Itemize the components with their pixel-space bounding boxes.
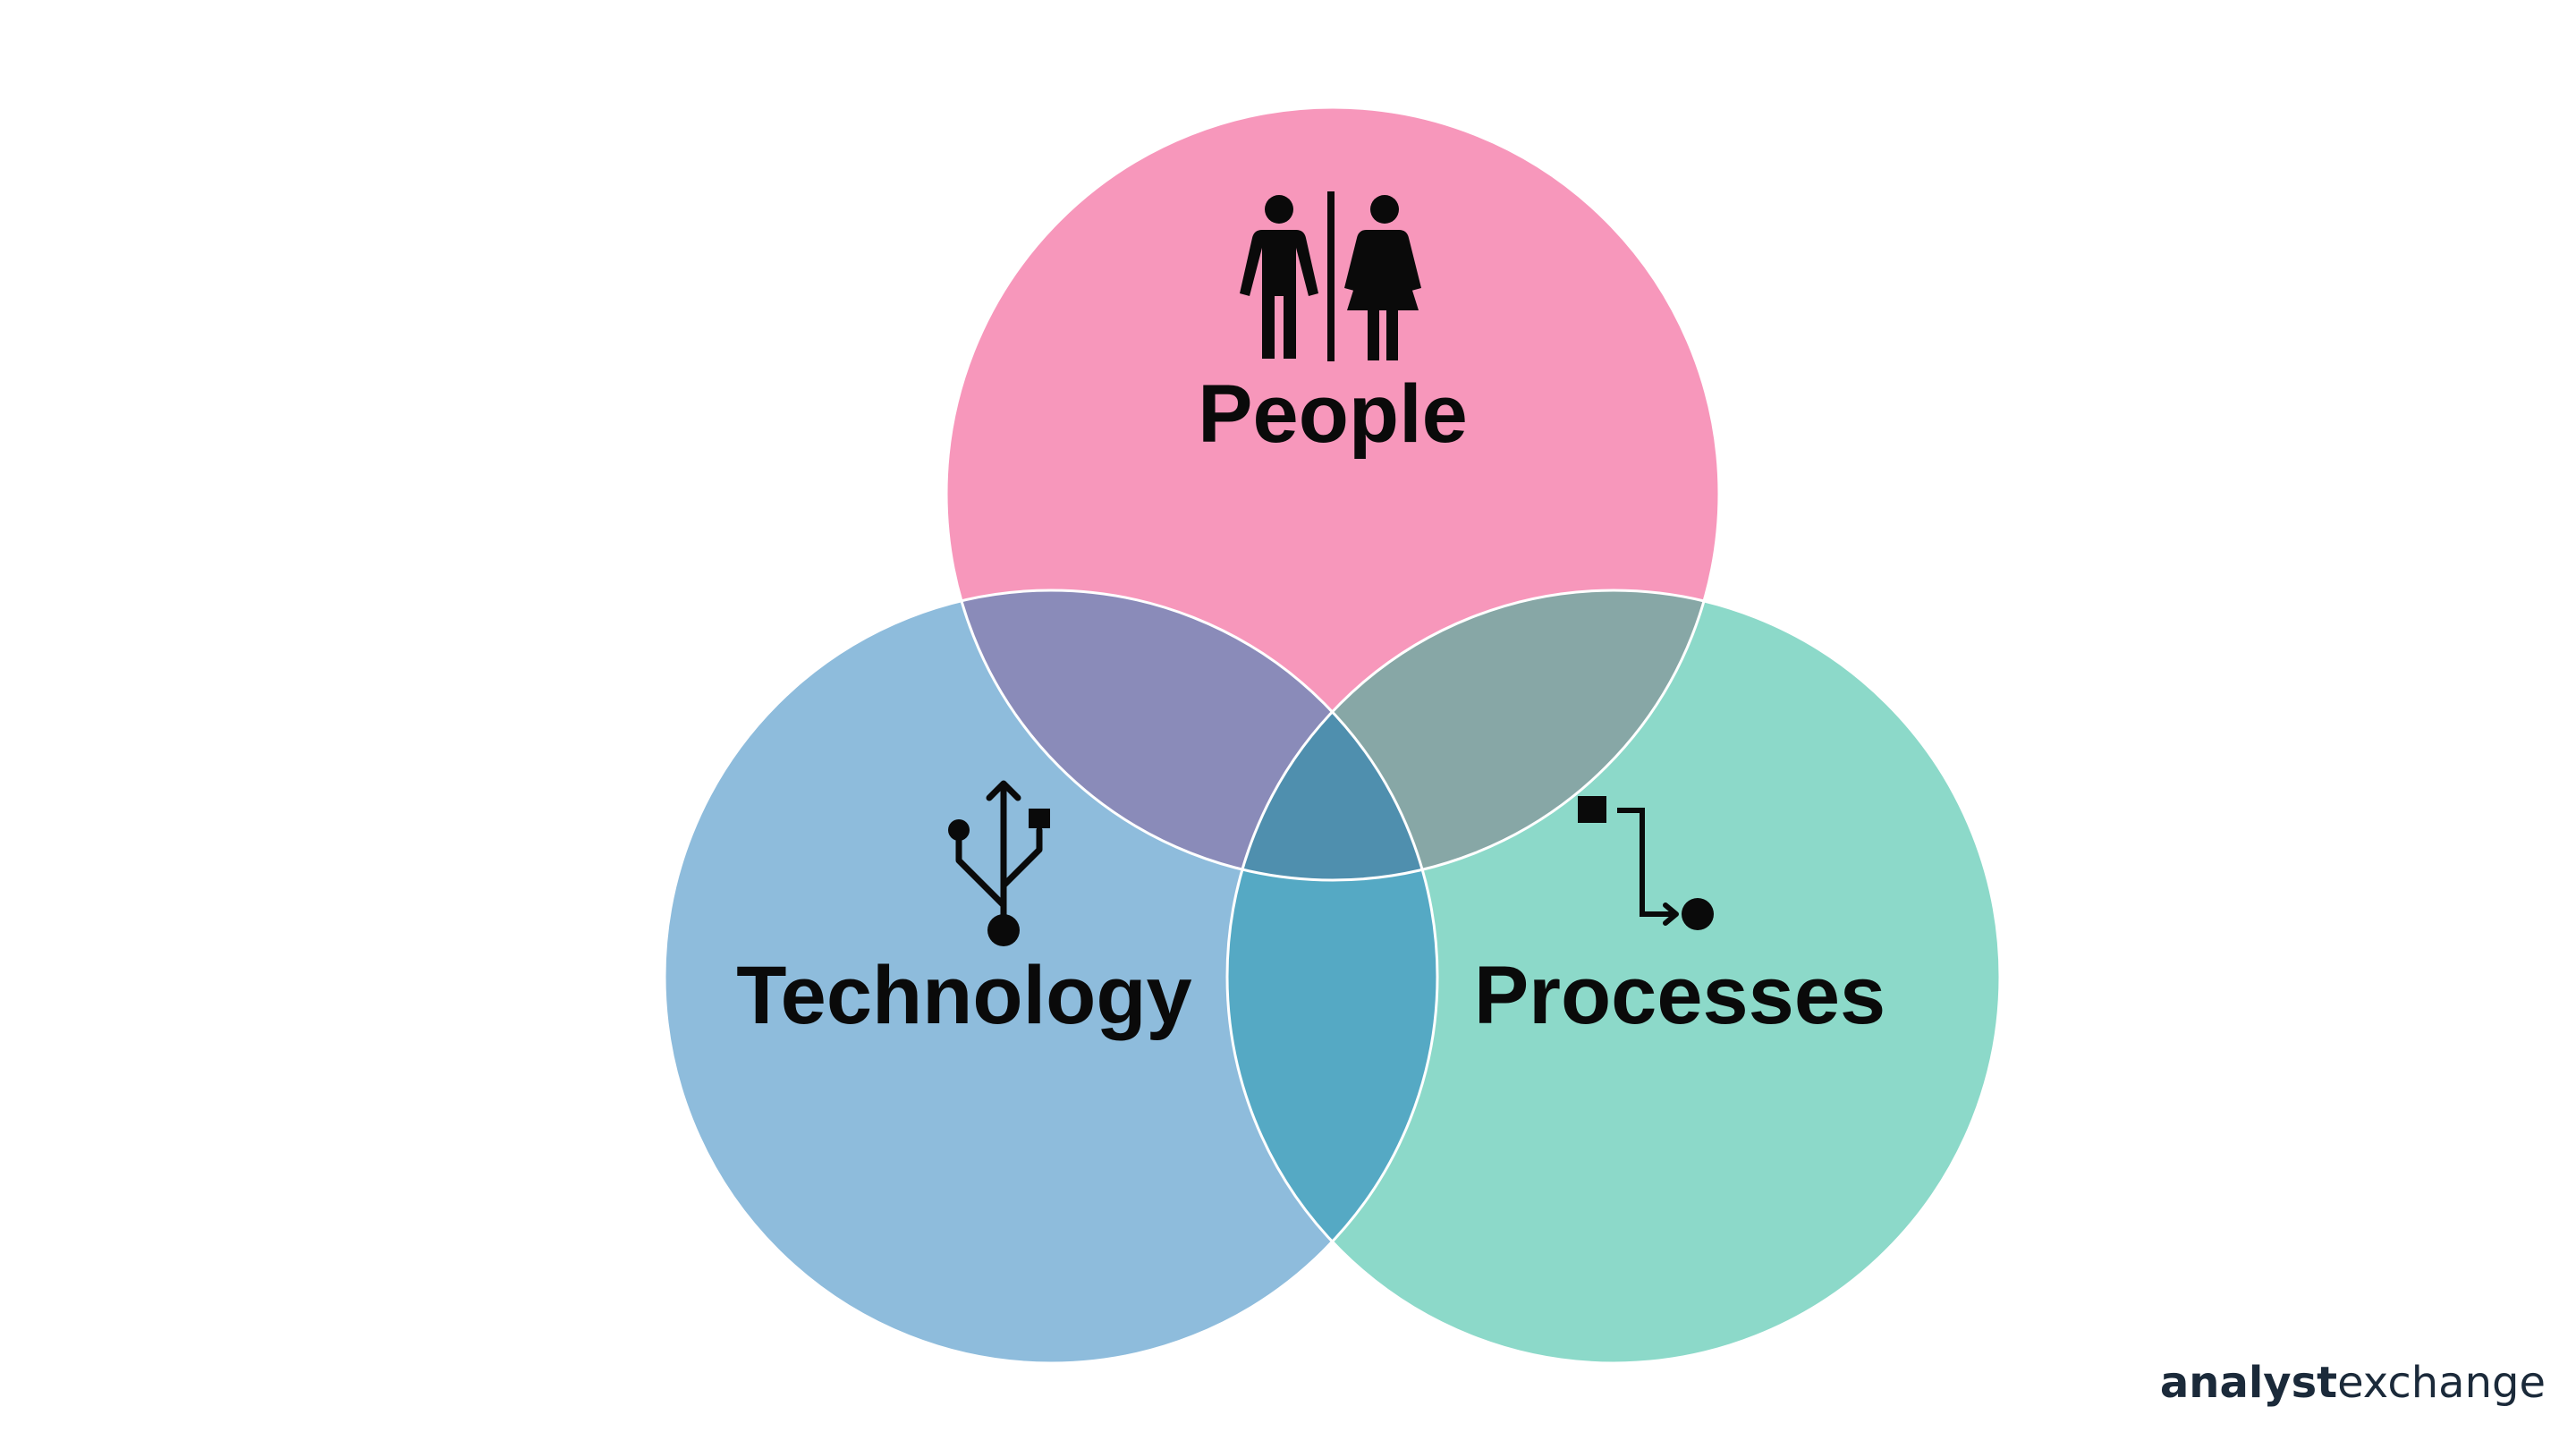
brand-bold: analyst (2159, 1358, 2338, 1408)
usb-icon (955, 780, 1043, 925)
technology-label: Technology (736, 950, 1191, 1041)
process-flow-icon (1578, 796, 1714, 930)
processes-label: Processes (1474, 950, 1885, 1041)
analystexchange-logo: analystexchange (2160, 1358, 2546, 1408)
people-label: People (1198, 369, 1468, 460)
brand-light: exchange (2337, 1358, 2546, 1408)
usb-icon-tips (948, 809, 1050, 946)
people-processes-overlap (1227, 590, 1719, 880)
people-restroom-icon (1240, 191, 1421, 361)
circle-outlines (663, 106, 2002, 1365)
people-technology-overlap (946, 590, 1437, 880)
